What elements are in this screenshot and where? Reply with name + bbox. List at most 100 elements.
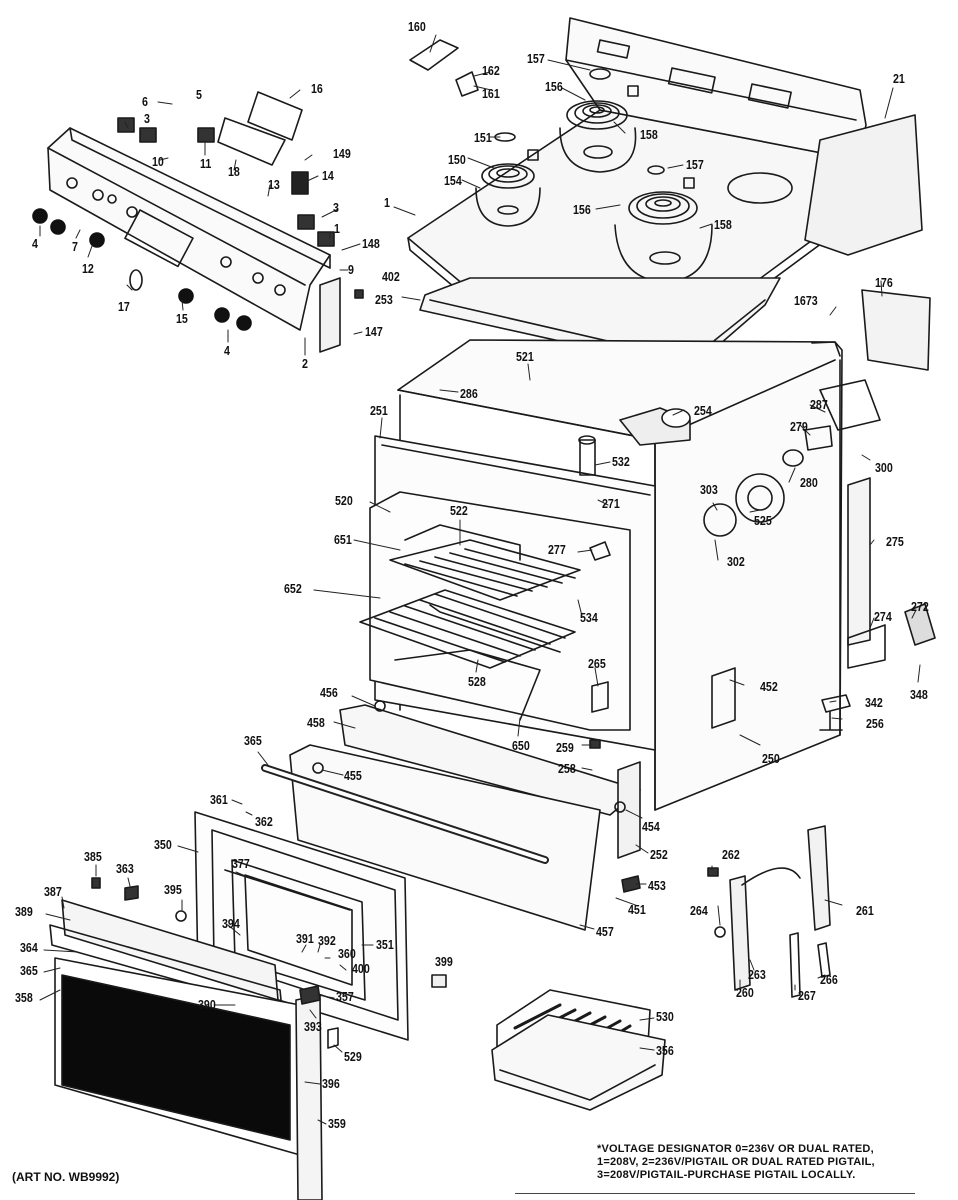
lamp-17	[129, 269, 143, 291]
part-label: 272	[911, 599, 929, 614]
storage-drawer	[289, 744, 601, 931]
part-label: 399	[435, 954, 453, 969]
part-363	[124, 885, 139, 901]
part-label: 532	[612, 454, 630, 469]
part-265	[591, 681, 609, 713]
divider	[515, 1193, 915, 1194]
part-label: 402	[382, 269, 400, 284]
part-label: 156	[545, 79, 563, 94]
part-label: 528	[468, 674, 486, 689]
part-label: 521	[516, 349, 534, 364]
part-303	[703, 503, 737, 537]
door-glass-358	[61, 974, 291, 1141]
part-272	[904, 603, 936, 646]
hinge-261	[807, 825, 831, 931]
receptacle	[527, 149, 539, 161]
part-label: 17	[118, 299, 130, 314]
part-277	[589, 541, 611, 561]
part-label: 456	[320, 685, 338, 700]
part-label: 359	[328, 1116, 346, 1131]
part-label: 520	[335, 493, 353, 508]
part-label: 151	[474, 130, 492, 145]
part-279	[804, 425, 833, 451]
part-label: 391	[296, 931, 314, 946]
part-275	[847, 477, 871, 646]
part-label: 11	[200, 156, 212, 171]
part-266	[817, 942, 831, 978]
hinge-260	[729, 875, 751, 991]
part-label: 387	[44, 884, 62, 899]
part-9	[319, 277, 341, 353]
part-label: 260	[736, 985, 754, 1000]
part-label: 457	[596, 924, 614, 939]
burner-ring-157	[589, 68, 611, 80]
art-number: (ART NO. WB9992)	[12, 1170, 120, 1184]
part-161	[455, 71, 479, 97]
part-label: 158	[714, 217, 732, 232]
part-259	[589, 739, 601, 749]
part-label: 361	[210, 792, 228, 807]
part-395	[175, 910, 187, 922]
switch	[139, 127, 157, 143]
part-label: 154	[444, 173, 462, 188]
part-label: 6	[142, 94, 148, 109]
part-label: 392	[318, 933, 336, 948]
switch	[297, 214, 315, 230]
part-455	[312, 762, 324, 774]
part-label: 287	[810, 397, 828, 412]
part-label: 454	[642, 819, 660, 834]
part-280	[782, 449, 804, 467]
window-pack	[231, 859, 366, 1001]
part-label: 303	[700, 482, 718, 497]
receptacle	[683, 177, 695, 189]
part-label: 254	[694, 403, 712, 418]
part-label: 455	[344, 768, 362, 783]
part-176	[861, 289, 931, 371]
part-525	[735, 473, 785, 523]
part-label: 21	[893, 71, 905, 86]
part-label: 350	[154, 837, 172, 852]
small-left-burner	[475, 163, 541, 227]
part-399	[431, 974, 447, 988]
part-label: 385	[84, 849, 102, 864]
part-label: 393	[304, 1019, 322, 1034]
part-label: 286	[460, 386, 478, 401]
part-label: 162	[482, 63, 500, 78]
part-label: 365	[20, 963, 38, 978]
part-label: 18	[228, 164, 240, 179]
part-262	[707, 867, 719, 877]
part-label: 458	[307, 715, 325, 730]
part-label: 147	[365, 324, 383, 339]
part-label: 452	[760, 679, 778, 694]
part-label: 363	[116, 861, 134, 876]
part-label: 15	[176, 311, 188, 326]
part-label: 453	[648, 878, 666, 893]
note-line: 3=208V/PIGTAIL-PURCHASE PIGTAIL LOCALLY.	[597, 1169, 856, 1181]
part-252	[617, 761, 641, 859]
part-label: 149	[333, 146, 351, 161]
part-label: 253	[375, 292, 393, 307]
part-label: 10	[152, 154, 164, 169]
part-454	[614, 801, 626, 813]
part-label: 356	[656, 1043, 674, 1058]
part-label: 271	[602, 496, 620, 511]
part-label: 156	[573, 202, 591, 217]
part-label: 265	[588, 656, 606, 671]
note-line: *VOLTAGE DESIGNATOR 0=236V OR DUAL RATED…	[597, 1143, 874, 1155]
backsplash	[565, 17, 867, 161]
hinge-arm	[741, 867, 801, 886]
part-label: 652	[284, 581, 302, 596]
part-label: 365	[244, 733, 262, 748]
part-label: 522	[450, 503, 468, 518]
part-label: 256	[866, 716, 884, 731]
element-650	[394, 649, 541, 721]
part-label: 280	[800, 475, 818, 490]
part-264	[714, 926, 726, 938]
part-label: 396	[322, 1076, 340, 1091]
large-rear-burner	[559, 100, 637, 173]
part-label: 300	[875, 460, 893, 475]
part-label: 1673	[794, 293, 818, 308]
part-label: 377	[232, 856, 250, 871]
part-label: 650	[512, 738, 530, 753]
